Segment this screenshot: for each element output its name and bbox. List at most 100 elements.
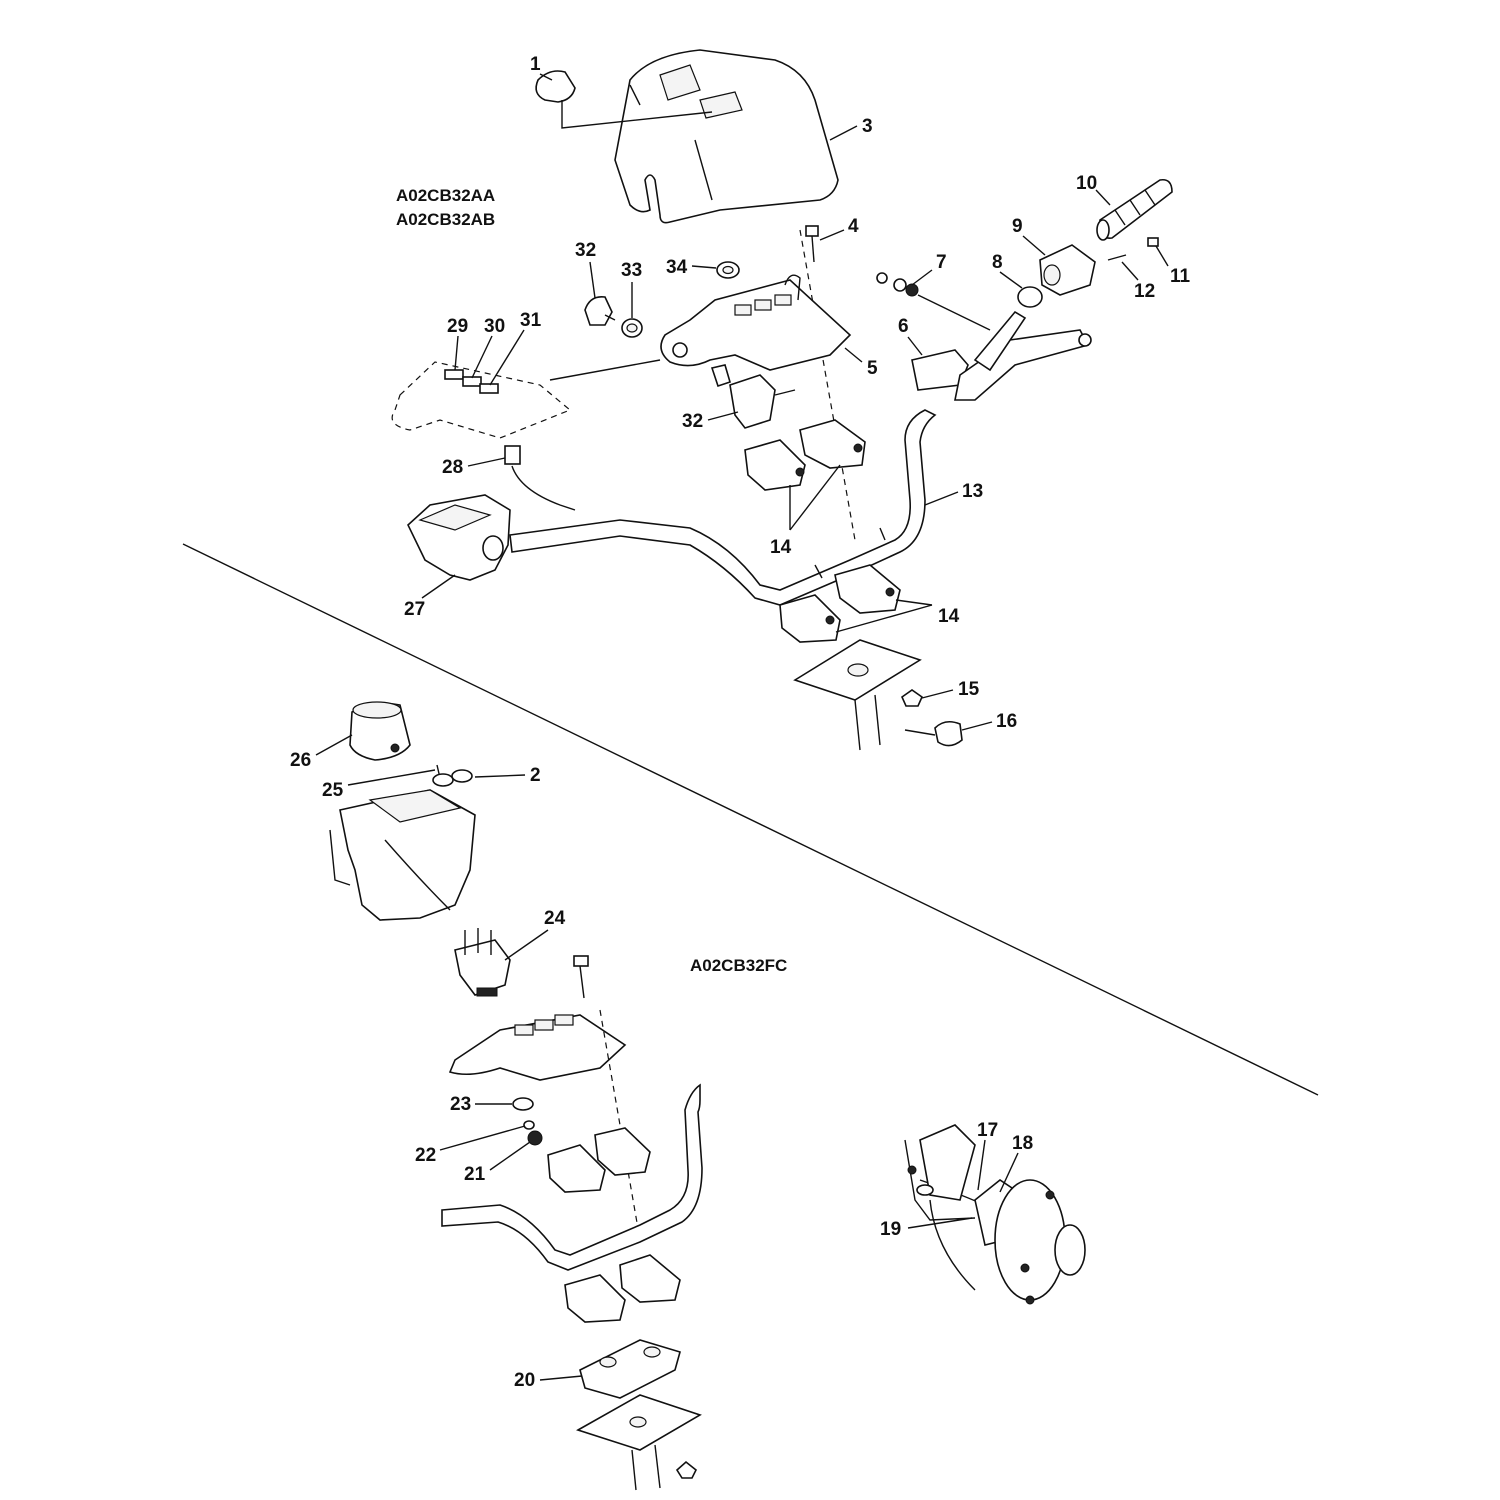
callout-29: 29 — [447, 316, 468, 371]
svg-text:9: 9 — [1012, 216, 1023, 237]
callout-24: 24 — [504, 908, 566, 961]
callout-18: 18 — [999, 1133, 1033, 1193]
svg-text:5: 5 — [867, 358, 878, 379]
svg-text:13: 13 — [962, 481, 983, 502]
callout-28: 28 — [442, 457, 506, 478]
cable-clamp — [904, 720, 963, 747]
nut-15 — [901, 689, 923, 707]
svg-text:21: 21 — [464, 1164, 486, 1185]
svg-text:28: 28 — [442, 457, 463, 478]
callout-13: 13 — [924, 481, 983, 506]
callout-31: 31 — [489, 310, 542, 386]
center-line — [799, 229, 856, 541]
switch-plate — [391, 359, 661, 439]
connector — [504, 445, 576, 511]
throttle-switch-housing — [407, 494, 511, 581]
section-divider — [182, 543, 1319, 1096]
callout-25: 25 — [322, 769, 436, 801]
svg-text:24: 24 — [544, 908, 566, 929]
svg-text:10: 10 — [1076, 173, 1097, 194]
callout-30: 30 — [471, 316, 505, 379]
callout-1: 1 — [530, 54, 553, 81]
svg-text:6: 6 — [898, 316, 909, 337]
callout-20: 20 — [514, 1370, 583, 1391]
callout-5: 5 — [844, 347, 878, 379]
svg-text:1: 1 — [530, 54, 541, 75]
svg-text:25: 25 — [322, 780, 344, 801]
svg-text:16: 16 — [996, 711, 1017, 732]
svg-text:8: 8 — [992, 252, 1003, 273]
decal — [535, 70, 713, 129]
lower-handlebar — [441, 1083, 703, 1271]
callout-9: 9 — [1012, 216, 1046, 256]
lock-washer-22 — [523, 1120, 535, 1130]
riser-block — [579, 1339, 681, 1399]
svg-text:31: 31 — [520, 310, 542, 331]
brake-master-cylinder — [911, 329, 1092, 401]
svg-text:30: 30 — [484, 316, 505, 337]
wiring-connector — [454, 928, 511, 997]
callout-7: 7 — [911, 252, 947, 286]
svg-text:20: 20 — [514, 1370, 535, 1391]
callout-15: 15 — [921, 679, 980, 700]
callout-14-lower: 14 — [835, 599, 960, 633]
handlebar-clamp-upper — [744, 419, 901, 643]
svg-text:26: 26 — [290, 750, 311, 771]
callout-23: 23 — [450, 1094, 512, 1115]
bolt — [805, 225, 819, 263]
mounting-bracket — [660, 274, 852, 371]
callout-12: 12 — [1121, 261, 1155, 302]
right-grip-tube — [973, 310, 1027, 372]
callout-10: 10 — [1076, 173, 1111, 206]
callout-32-lower: 32 — [682, 411, 739, 432]
callout-19: 19 — [880, 1217, 973, 1240]
svg-text:32: 32 — [575, 240, 596, 261]
handlebar-clamp-lower — [547, 1127, 681, 1323]
screw-12 — [1107, 254, 1127, 261]
callout-14-upper: 14 — [770, 464, 841, 558]
callout-8: 8 — [992, 252, 1023, 289]
svg-text:22: 22 — [415, 1145, 436, 1166]
svg-text:14: 14 — [770, 537, 792, 558]
svg-text:2: 2 — [530, 765, 541, 786]
svg-text:17: 17 — [977, 1120, 998, 1141]
callout-16: 16 — [961, 711, 1017, 732]
svg-text:32: 32 — [682, 411, 703, 432]
wheel-hub-assembly — [904, 1124, 1086, 1305]
nut-21 — [527, 1130, 543, 1146]
lower-base-plate — [576, 1394, 702, 1491]
lower-bracket — [448, 1014, 627, 1081]
collar — [1017, 286, 1043, 308]
grip — [1096, 178, 1173, 241]
svg-text:7: 7 — [936, 252, 947, 273]
svg-text:34: 34 — [666, 257, 688, 278]
callout-17: 17 — [977, 1120, 998, 1191]
svg-text:12: 12 — [1134, 281, 1155, 302]
model-code-b: A02CB32AB — [396, 210, 496, 229]
svg-text:3: 3 — [862, 116, 873, 137]
svg-text:27: 27 — [404, 599, 425, 620]
throttle-cable — [876, 272, 991, 331]
callout-21: 21 — [464, 1141, 531, 1185]
callout-4: 4 — [819, 216, 859, 241]
key-switch-knob — [584, 295, 616, 326]
callout-33: 33 — [621, 260, 642, 318]
lower-cover — [329, 789, 476, 921]
grommet — [432, 769, 473, 787]
svg-text:4: 4 — [848, 216, 859, 237]
ring-33 — [621, 318, 643, 338]
svg-text:15: 15 — [958, 679, 980, 700]
svg-text:19: 19 — [880, 1219, 901, 1240]
model-code-fc: A02CB32FC — [690, 956, 788, 975]
ignition-switch — [710, 364, 796, 429]
callout-26: 26 — [290, 734, 353, 771]
callout-27: 27 — [404, 574, 456, 620]
callout-34: 34 — [666, 257, 717, 278]
svg-text:11: 11 — [1170, 266, 1191, 287]
callout-11: 11 — [1155, 245, 1191, 287]
lower-bolt — [573, 955, 589, 999]
base-plate — [793, 639, 922, 751]
washer-23 — [512, 1097, 534, 1111]
handlebar — [509, 409, 937, 606]
